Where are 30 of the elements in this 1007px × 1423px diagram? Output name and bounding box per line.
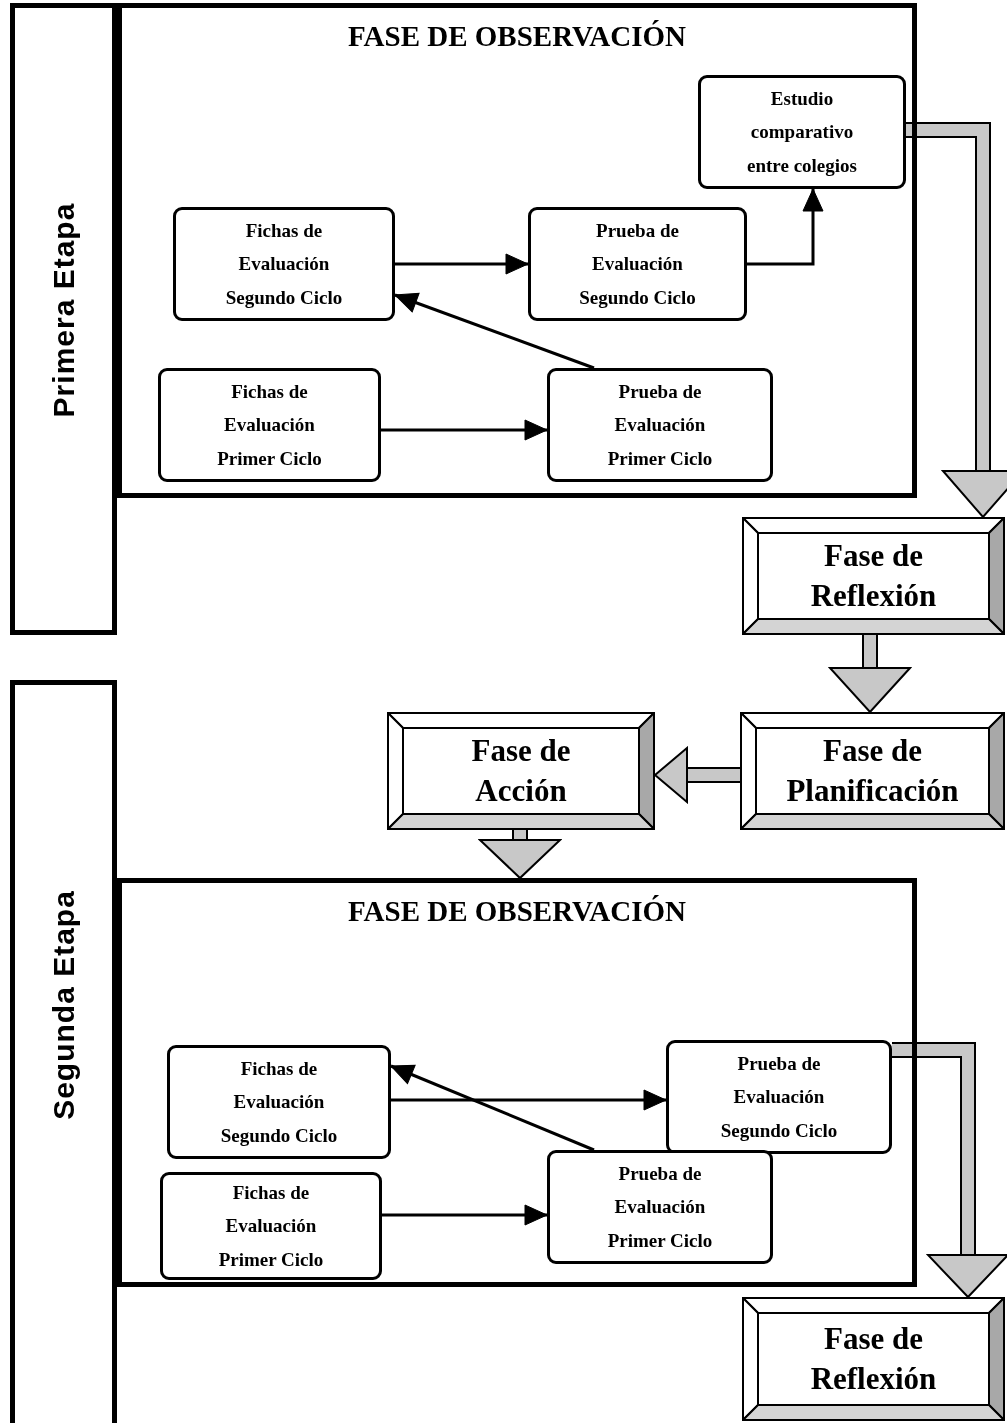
box-label: Prueba de Evaluación Segundo Ciclo	[578, 219, 697, 310]
box-label: Prueba de Evaluación Segundo Ciclo	[719, 1052, 839, 1143]
stage-band	[10, 680, 117, 1423]
process-box	[167, 1045, 391, 1159]
phase-frame	[117, 878, 917, 1287]
box-label: Fase de Planificación	[785, 731, 960, 810]
process-box	[698, 75, 906, 189]
process-box	[528, 207, 747, 321]
process-box	[173, 207, 395, 321]
box-label: Fichas de Evaluación Segundo Ciclo	[219, 1057, 339, 1148]
frame-title: FASE DE OBSERVACIÓN	[347, 895, 687, 928]
box-label: Fase de Reflexión	[809, 1319, 938, 1398]
box-label: Fase de Acción	[470, 731, 572, 810]
box-label: Fase de Reflexión	[809, 536, 938, 615]
stage-label: Segunda Etapa	[46, 890, 81, 1120]
stage-label: Primera Etapa	[46, 202, 81, 418]
phase-frame	[117, 3, 917, 498]
process-box	[547, 1150, 773, 1264]
process-box	[158, 368, 381, 482]
process-box	[160, 1172, 382, 1280]
frame-title: FASE DE OBSERVACIÓN	[347, 20, 687, 53]
box-label: Estudio comparativo entre colegios	[746, 87, 858, 178]
process-box	[666, 1040, 892, 1154]
box-label: Prueba de Evaluación Primer Ciclo	[606, 380, 714, 471]
process-box	[547, 368, 773, 482]
box-label: Prueba de Evaluación Primer Ciclo	[606, 1162, 714, 1253]
box-label: Fichas de Evaluación Primer Ciclo	[216, 380, 323, 471]
box-label: Fichas de Evaluación Segundo Ciclo	[224, 219, 344, 310]
box-label: Fichas de Evaluación Primer Ciclo	[217, 1181, 325, 1272]
stage-band	[10, 3, 117, 635]
